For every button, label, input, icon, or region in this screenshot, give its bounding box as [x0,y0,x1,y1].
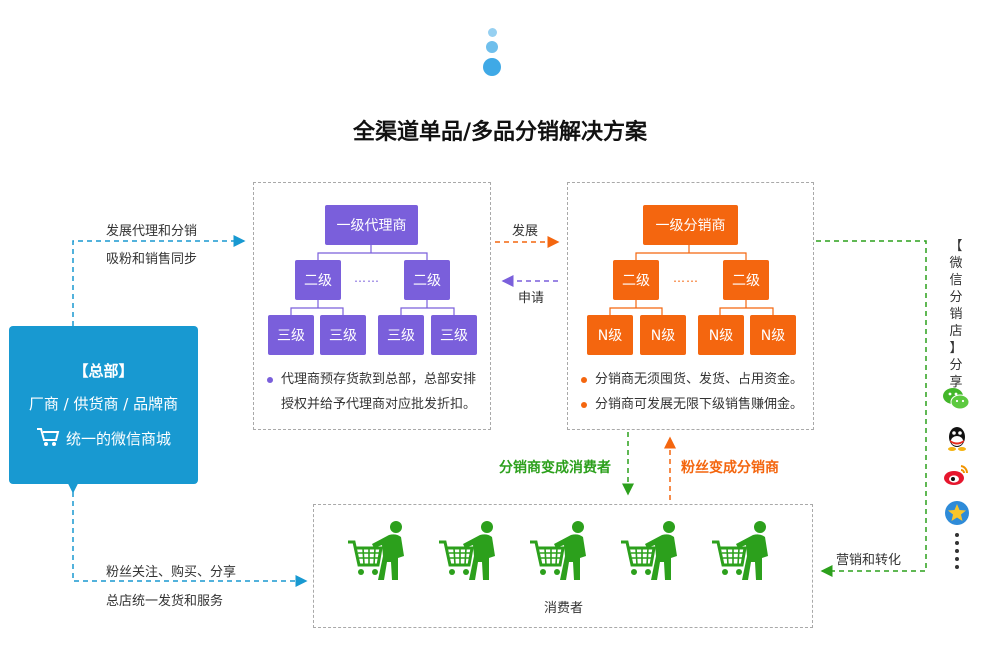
dist-bullet-dot [581,402,587,408]
agent-level2-node: 二级 [404,260,450,300]
agent-bullet-dot [267,377,273,383]
agent-level3-node: 三级 [378,315,424,355]
agent-level3-node: 三级 [320,315,366,355]
label-hq-to-agent-2: 吸粉和销售同步 [106,252,198,267]
dist-levelN-node: N级 [750,315,796,355]
qq-icon[interactable] [944,424,970,451]
agent-level2-node: 二级 [295,260,341,300]
agent-level1-node: 一级代理商 [325,205,418,245]
dist-level2-node: 二级 [723,260,769,300]
shopper-icon [710,518,774,584]
qzone-icon[interactable] [944,500,970,526]
shopper-icon [437,518,501,584]
distributor-panel [567,182,814,430]
label-consumer-2: 总店统一发货和服务 [106,594,224,609]
hq-store-text: 统一的微信商城 [65,430,171,448]
agent-bullet-line2: 授权并给予代理商对应批发折扣。 [281,397,477,412]
headquarters-box: 【总部】 厂商 / 供货商 / 品牌商 统一的微信商城 [9,326,198,484]
arrow-hq-consumers [67,481,308,587]
label-consumer-1: 粉丝关注、购买、分享 [106,565,237,580]
dist-levelN-node: N级 [587,315,633,355]
dist-bullet-2: 分销商可发展无限下级销售赚佣金。 [595,397,804,412]
share-vertical-char: 享 [949,375,963,390]
agent-level3-node: 三级 [268,315,314,355]
hq-store: 统一的微信商城 [9,427,198,449]
share-vertical-char: 店 [949,324,963,339]
dist-levelN-node: N级 [640,315,686,355]
dist-ellipsis: …… [673,271,699,285]
decor-dot-large [483,58,501,76]
agent-level3-node: 三级 [431,315,477,355]
decor-dot-medium [486,41,498,53]
label-dist-to-consumer: 分销商变成消费者 [499,460,611,476]
dist-levelN-node: N级 [698,315,744,355]
hq-label: 【总部】 [73,362,134,380]
cart-icon [36,428,60,446]
share-vertical-char: 】 [949,341,963,356]
page-title: 全渠道单品/多品分销解决方案 [352,120,648,145]
agent-bullet-line1: 代理商预存货款到总部，总部安排 [281,372,477,387]
decor-dot-small [488,28,497,37]
arrow-hq-to-agent [72,235,246,326]
share-vertical-char: 销 [949,307,963,322]
share-vertical-char: 分 [949,290,963,305]
consumers-panel [313,504,813,628]
label-develop: 发展 [512,224,539,239]
label-apply: 申请 [518,291,545,306]
shopper-icon [528,518,592,584]
share-vertical-char: 【 [949,239,963,254]
share-vertical-char: 微 [949,256,963,271]
consumers-label: 消费者 [544,601,584,616]
dist-level2-node: 二级 [613,260,659,300]
share-vertical-char: 分 [949,358,963,373]
weibo-icon[interactable] [942,462,969,488]
share-vertical-char: 信 [949,273,963,288]
label-fans-to-dist: 粉丝变成分销商 [681,460,779,476]
dist-bullet-1: 分销商无须囤货、发货、占用资金。 [595,372,804,387]
shopper-icon [346,518,410,584]
share-more-dots [955,533,959,569]
arrow-marketing [816,240,927,577]
label-marketing: 营销和转化 [836,553,902,568]
wechat-icon[interactable] [942,386,970,412]
hq-types: 厂商 / 供货商 / 品牌商 [28,395,179,413]
agent-panel [253,182,491,430]
dist-bullet-dot [581,377,587,383]
dist-level1-node: 一级分销商 [643,205,738,245]
label-hq-to-agent-1: 发展代理和分销 [106,224,198,239]
shopper-icon [619,518,683,584]
agent-ellipsis: …… [354,271,380,285]
